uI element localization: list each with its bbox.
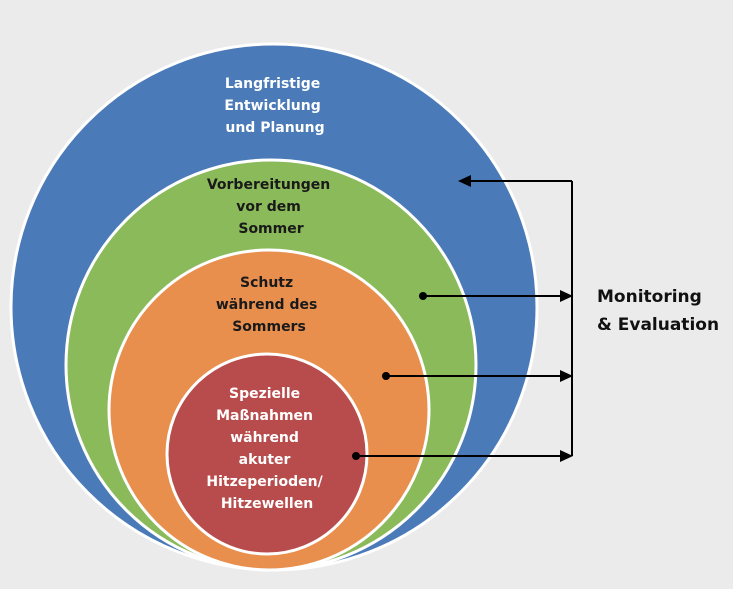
label-schutz: Schutz während des Sommers [216, 275, 322, 335]
monitoring-label-line: & Evaluation [597, 315, 719, 335]
label-langfristig-line: Langfristige [225, 76, 321, 92]
label-langfristig: Langfristige Entwicklung und Planung [224, 76, 325, 136]
monitoring-label: Monitoring & Evaluation [597, 287, 719, 335]
label-schutz-line: Sommers [232, 319, 306, 335]
label-speziell-line: während [230, 430, 299, 446]
label-speziell-line: akuter [239, 452, 291, 468]
arrowhead-icon [560, 450, 573, 462]
label-speziell-line: Hitzeperioden/ [206, 474, 323, 490]
label-vorbereitung-line: Vorbereitungen [207, 177, 330, 193]
label-vorbereitung: Vorbereitungen vor dem Sommer [207, 177, 335, 237]
label-vorbereitung-line: vor dem [236, 199, 301, 215]
dot-schutz [382, 372, 390, 380]
label-langfristig-line: Entwicklung [224, 98, 320, 114]
label-langfristig-line: und Planung [225, 120, 324, 136]
arrowhead-icon [560, 370, 573, 382]
label-vorbereitung-line: Sommer [238, 221, 303, 237]
monitoring-bracket [352, 175, 573, 462]
circle-speziell [165, 352, 369, 556]
label-speziell-line: Hitzewellen [221, 496, 313, 512]
arrowhead-icon [458, 175, 471, 187]
label-schutz-line: Schutz [240, 275, 293, 291]
label-speziell-line: Maßnahmen [216, 408, 313, 424]
label-schutz-line: während des [216, 297, 317, 313]
arrowhead-icon [560, 290, 573, 302]
monitoring-label-line: Monitoring [597, 287, 702, 307]
dot-speziell [352, 452, 360, 460]
label-speziell: Spezielle Maßnahmen während akuter Hitze… [206, 386, 327, 512]
dot-vorbereitung [419, 292, 427, 300]
label-speziell-line: Spezielle [229, 386, 300, 402]
